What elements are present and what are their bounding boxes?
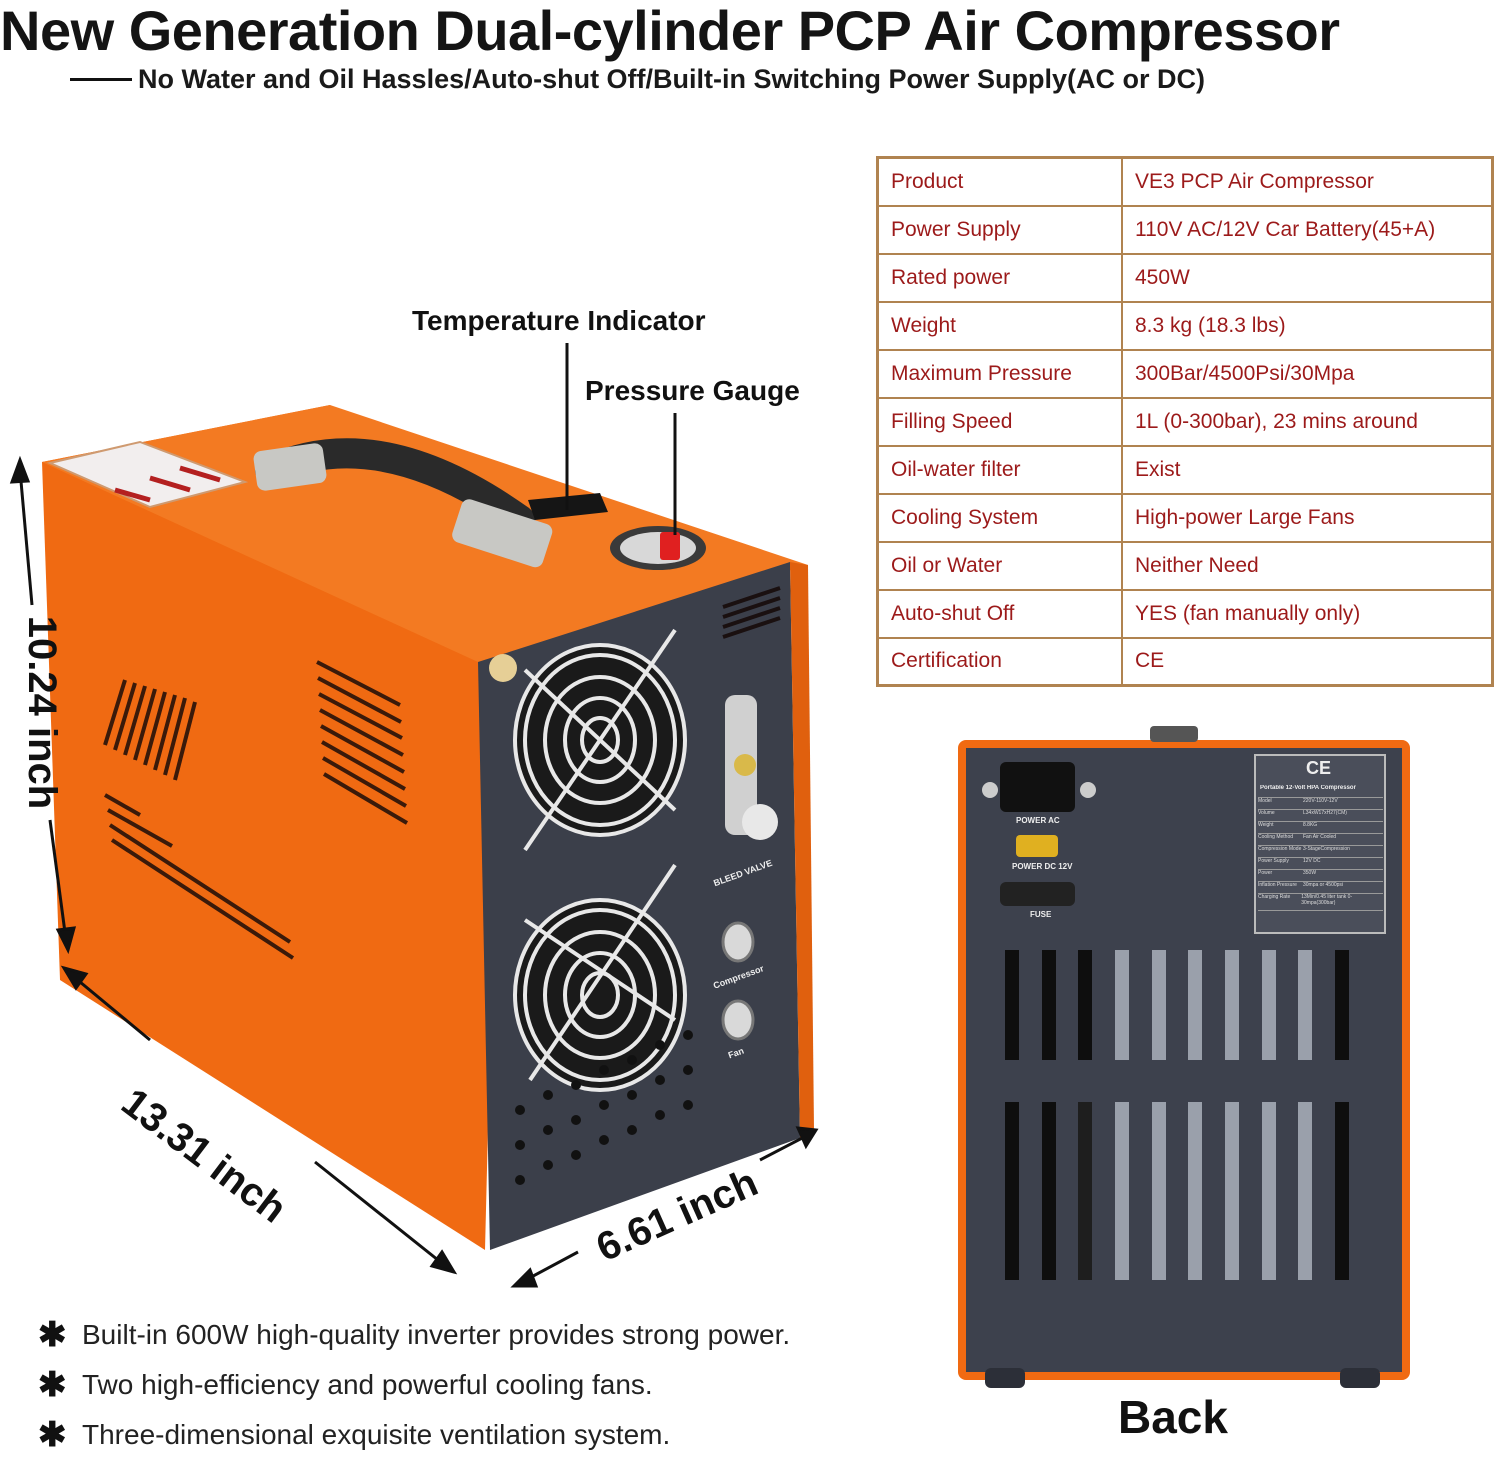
nameplate-label: Charging Rate [1258, 894, 1291, 900]
spec-value: Neither Need [1121, 540, 1494, 591]
nameplate-label: Weight [1258, 822, 1274, 828]
nameplate-label: Cooling Method [1258, 834, 1294, 840]
spec-value: CE [1121, 636, 1494, 687]
height-dimension-label: 10.24 inch [20, 615, 65, 810]
feature-text: Three-dimensional exquisite ventilation … [82, 1419, 671, 1450]
nameplate-label: Power Supply [1258, 858, 1289, 864]
nameplate-value: 30mpa or 4500psi [1303, 882, 1344, 888]
ce-mark: CE [1306, 758, 1332, 778]
nameplate-value: 8.8KG [1303, 822, 1318, 828]
spec-label: Weight [876, 300, 1123, 351]
power-ac-label: POWER AC [1016, 816, 1060, 825]
fuse-holder [1000, 882, 1075, 906]
page-subtitle: No Water and Oil Hassles/Auto-shut Off/B… [70, 64, 1205, 95]
spec-label: Oil-water filter [876, 444, 1123, 495]
spec-label: Filling Speed [876, 396, 1123, 447]
spec-value: 8.3 kg (18.3 lbs) [1121, 300, 1494, 351]
spec-label: Maximum Pressure [876, 348, 1123, 399]
back-view-label: Back [1118, 1391, 1228, 1443]
nameplate-value: 13Min/0.45 liter tank 0-30mpa(300bar) [1301, 894, 1353, 906]
spec-label: Oil or Water [876, 540, 1123, 591]
asterisk-icon: ✱ [38, 1316, 67, 1354]
spec-label: Certification [876, 636, 1123, 687]
front-panel-orange-edge [790, 562, 814, 1138]
nameplate-row: Cooling Method Fan Air Cooled [1258, 833, 1383, 845]
spec-value: High-power Large Fans [1121, 492, 1494, 543]
nameplate-label: Power [1258, 870, 1273, 876]
compressor-switch [721, 921, 755, 963]
back-vents [1005, 950, 1349, 1280]
spec-value: 450W [1121, 252, 1494, 303]
nameplate-label: Inflation Pressure [1258, 882, 1297, 888]
nameplate-label: Model [1258, 798, 1272, 804]
nameplate [1254, 754, 1386, 934]
nameplate-row: Weight 8.8KG [1258, 821, 1383, 833]
nameplate-value: 220V-110V-12V [1303, 798, 1338, 804]
spec-label: Power Supply [876, 204, 1123, 255]
spec-value: Exist [1121, 444, 1494, 495]
nameplate-row: Volume L34xW17xH27(CM) [1258, 809, 1383, 821]
nameplate-row: Charging Rate 13Min/0.45 liter tank 0-30m… [1258, 893, 1383, 911]
nameplate-title: Portable 12-Volt HPA Compressor [1260, 785, 1356, 791]
nameplate-value: Fan Air Cooled [1303, 834, 1337, 840]
spec-value: 1L (0-300bar), 23 mins around [1121, 396, 1494, 447]
spec-label: Auto-shut Off [876, 588, 1123, 639]
nameplate-label: Volume [1258, 810, 1275, 816]
cooling-fan-upper [513, 628, 687, 852]
nameplate-row: Model 220V-110V-12V [1258, 797, 1383, 809]
side-vents [103, 660, 409, 960]
asterisk-icon: ✱ [38, 1416, 67, 1454]
fan-switch [721, 999, 755, 1041]
page-title: New Generation Dual-cylinder PCP Air Com… [0, 0, 1340, 62]
dash-decoration [70, 78, 132, 81]
spec-value: VE3 PCP Air Compressor [1121, 156, 1494, 207]
nameplate-row: Inflation Pressure 30mpa or 4500psi [1258, 881, 1383, 893]
asterisk-icon: ✱ [38, 1366, 67, 1404]
spec-value: 300Bar/4500Psi/30Mpa [1121, 348, 1494, 399]
front-perforations [515, 1030, 693, 1185]
spec-label: Cooling System [876, 492, 1123, 543]
spec-value: YES (fan manually only) [1121, 588, 1494, 639]
spec-value: 110V AC/12V Car Battery(45+A) [1121, 204, 1494, 255]
spec-label: Rated power [876, 252, 1123, 303]
nameplate-table: Model 220V-110V-12V Volume L34xW17xH27(CM)… [1258, 797, 1383, 911]
fuse-label: FUSE [1030, 910, 1052, 919]
list-item: ✱ Three-dimensional exquisite ventilation… [38, 1410, 790, 1460]
power-dc-label: POWER DC 12V [1012, 862, 1073, 871]
dc-connector [1016, 835, 1058, 857]
subtitle-text: No Water and Oil Hassles/Auto-shut Off/B… [138, 64, 1206, 94]
feature-text: Built-in 600W high-quality inverter prov… [82, 1319, 791, 1350]
list-item: ✱ Built-in 600W high-quality inverter pro… [38, 1310, 790, 1360]
nameplate-label: Compression Mode [1258, 846, 1302, 852]
nameplate-row: Power 350W [1258, 869, 1383, 881]
dimension-arrows [9, 455, 819, 1288]
nameplate-value: 12V DC [1303, 858, 1321, 864]
feature-text: Two high-efficiency and powerful cooling… [82, 1369, 653, 1400]
pressure-gauge-label: Pressure Gauge [585, 375, 800, 406]
compressor-top-panel [42, 405, 808, 662]
nameplate-value: L34xW17xH27(CM) [1303, 810, 1347, 816]
list-item: ✱ Two high-efficiency and powerful coolin… [38, 1360, 790, 1410]
nameplate-value: 350W [1303, 870, 1317, 876]
nameplate-row: Power Supply 12V DC [1258, 857, 1383, 869]
ac-inlet [1000, 762, 1075, 812]
temperature-indicator-label: Temperature Indicator [412, 305, 706, 336]
nameplate-value: 3-StageCompression [1303, 846, 1350, 852]
cooling-fan-lower [513, 863, 687, 1092]
feature-list: ✱ Built-in 600W high-quality inverter pro… [38, 1310, 790, 1460]
spec-label: Product [876, 156, 1123, 207]
